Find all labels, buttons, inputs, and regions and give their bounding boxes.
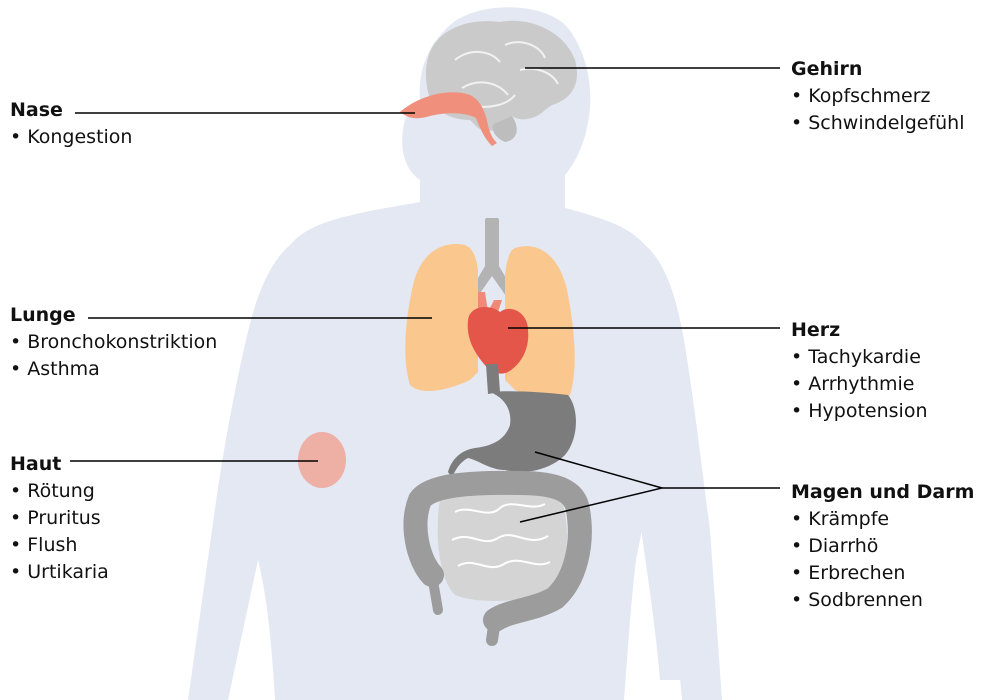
label-gehirn-item: Schwindelgefühl bbox=[791, 110, 965, 137]
label-haut: Haut Rötung Pruritus Flush Urtikaria bbox=[10, 451, 109, 586]
label-magen-item: Erbrechen bbox=[791, 560, 974, 587]
skin-rash-icon bbox=[298, 432, 346, 488]
label-magen-title: Magen und Darm bbox=[791, 479, 974, 506]
label-lunge-title: Lunge bbox=[10, 302, 217, 329]
label-gehirn-title: Gehirn bbox=[791, 56, 965, 83]
label-haut-item: Rötung bbox=[10, 478, 109, 505]
label-herz-item: Arrhythmie bbox=[791, 371, 928, 398]
label-magen-item: Diarrhö bbox=[791, 533, 974, 560]
label-nase-item: Kongestion bbox=[10, 124, 132, 151]
label-lunge-item: Asthma bbox=[10, 356, 217, 383]
label-nase-title: Nase bbox=[10, 97, 132, 124]
label-haut-title: Haut bbox=[10, 451, 109, 478]
label-magen-und-darm: Magen und Darm Krämpfe Diarrhö Erbrechen… bbox=[791, 479, 974, 614]
label-herz: Herz Tachykardie Arrhythmie Hypotension bbox=[791, 317, 928, 425]
label-haut-item: Urtikaria bbox=[10, 559, 109, 586]
label-haut-item: Flush bbox=[10, 532, 109, 559]
label-herz-item: Tachykardie bbox=[791, 344, 928, 371]
label-lunge: Lunge Bronchokonstriktion Asthma bbox=[10, 302, 217, 383]
label-herz-item: Hypotension bbox=[791, 398, 928, 425]
label-herz-title: Herz bbox=[791, 317, 928, 344]
label-nase: Nase Kongestion bbox=[10, 97, 132, 151]
label-haut-item: Pruritus bbox=[10, 505, 109, 532]
label-magen-item: Krämpfe bbox=[791, 506, 974, 533]
label-lunge-item: Bronchokonstriktion bbox=[10, 329, 217, 356]
label-magen-item: Sodbrennen bbox=[791, 587, 974, 614]
label-gehirn: Gehirn Kopfschmerz Schwindelgefühl bbox=[791, 56, 965, 137]
label-gehirn-item: Kopfschmerz bbox=[791, 83, 965, 110]
